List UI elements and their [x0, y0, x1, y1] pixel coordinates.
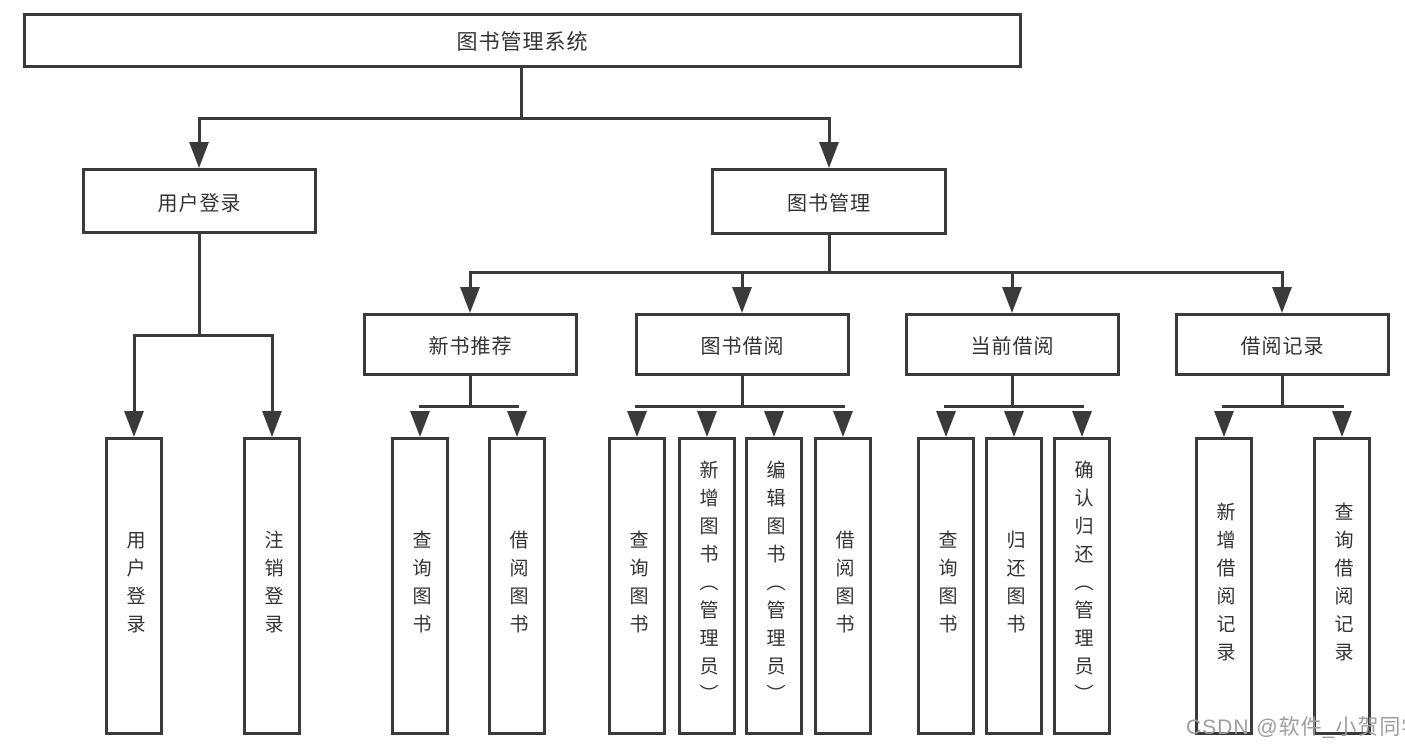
- arrowhead-leaf-user-login: [124, 411, 144, 437]
- arrowhead-bb-borrow-book: [833, 411, 853, 437]
- arrowhead-br-query-record: [1332, 411, 1352, 437]
- arrowhead-book-management: [819, 142, 839, 168]
- node-user-login-label: 用户登录: [157, 192, 242, 215]
- node-leaf-bb-edit-book: 编辑图书（管理员）: [745, 437, 803, 735]
- arrowhead-bb-add-book: [697, 411, 717, 437]
- connector-user-login-stem: [198, 233, 201, 337]
- node-system-label: 图书管理系统: [456, 30, 589, 54]
- connector-drop-leaf-user-login: [133, 335, 136, 413]
- node-book-borrowing: 图书借阅: [635, 313, 850, 376]
- arrowhead-nb-query-book: [410, 411, 430, 437]
- watermark-text: CSDN @软件_小贺同学: [1186, 716, 1405, 739]
- node-leaf-cb-confirm-return: 确认归还（管理员）: [1053, 437, 1111, 735]
- node-leaf-cb-query-book-label: 查询图书: [935, 530, 957, 642]
- connector-drop-current-borrowing: [1011, 272, 1014, 290]
- arrowhead-new-book-recommend: [460, 287, 480, 313]
- node-user-login: 用户登录: [82, 168, 317, 234]
- connector-drop-leaf-logout: [271, 335, 274, 413]
- node-current-borrowing-label: 当前借阅: [970, 336, 1055, 358]
- arrowhead-leaf-logout: [262, 411, 282, 437]
- node-leaf-bb-add-book-label: 新增图书（管理员）: [696, 460, 718, 712]
- node-leaf-br-query-record-label: 查询借阅记录: [1331, 502, 1353, 670]
- node-leaf-bb-query-book: 查询图书: [608, 437, 666, 735]
- node-leaf-cb-return-book: 归还图书: [985, 437, 1043, 735]
- node-leaf-br-query-record: 查询借阅记录: [1313, 437, 1371, 735]
- connector-drop-book-management: [828, 118, 831, 144]
- node-leaf-nb-query-book: 查询图书: [391, 437, 449, 735]
- node-new-book-recommend-label: 新书推荐: [428, 336, 513, 358]
- connector-borrow-records-bar: [1222, 405, 1344, 408]
- node-current-borrowing: 当前借阅: [905, 313, 1120, 376]
- node-book-borrowing-label: 图书借阅: [700, 336, 785, 358]
- node-leaf-cb-return-book-label: 归还图书: [1003, 530, 1025, 642]
- arrowhead-cb-confirm-return: [1072, 411, 1092, 437]
- node-leaf-user-login-label: 用户登录: [123, 530, 145, 642]
- arrowhead-borrow-records: [1272, 287, 1292, 313]
- connector-drop-user-login: [198, 118, 201, 144]
- arrowhead-current-borrowing: [1002, 287, 1022, 313]
- node-leaf-nb-query-book-label: 查询图书: [409, 530, 431, 642]
- arrowhead-cb-return-book: [1004, 411, 1024, 437]
- connector-root-stem: [520, 68, 523, 120]
- connector-book-borrowing-bar: [635, 405, 845, 408]
- connector-user-login-bar: [133, 334, 274, 337]
- connector-borrow-records-stem: [1281, 376, 1284, 407]
- node-leaf-bb-add-book: 新增图书（管理员）: [678, 437, 736, 735]
- arrowhead-cb-query-book: [936, 411, 956, 437]
- arrowhead-user-login: [189, 142, 209, 168]
- node-leaf-bb-edit-book-label: 编辑图书（管理员）: [763, 460, 785, 712]
- node-leaf-bb-query-book-label: 查询图书: [626, 530, 648, 642]
- connector-new-book-recommend-bar: [419, 405, 519, 408]
- arrowhead-book-borrowing: [732, 287, 752, 313]
- connector-new-book-recommend-stem: [469, 376, 472, 407]
- node-leaf-cb-confirm-return-label: 确认归还（管理员）: [1071, 460, 1093, 712]
- node-leaf-br-add-record-label: 新增借阅记录: [1213, 502, 1235, 670]
- connector-book-borrowing-stem: [741, 376, 744, 407]
- node-leaf-nb-borrow-book-label: 借阅图书: [506, 530, 528, 642]
- node-borrow-records-label: 借阅记录: [1240, 336, 1325, 358]
- connector-current-borrowing-stem: [1011, 376, 1014, 407]
- node-leaf-user-login: 用户登录: [105, 437, 163, 735]
- node-book-management-label: 图书管理: [787, 193, 871, 215]
- node-system: 图书管理系统: [23, 13, 1022, 68]
- arrowhead-nb-borrow-book: [507, 411, 527, 437]
- node-leaf-br-add-record: 新增借阅记录: [1195, 437, 1253, 735]
- node-new-book-recommend: 新书推荐: [363, 313, 578, 376]
- connector-level3-bar: [469, 271, 1284, 274]
- node-book-management: 图书管理: [711, 168, 947, 235]
- arrowhead-br-add-record: [1214, 411, 1234, 437]
- connector-drop-book-borrowing: [741, 272, 744, 290]
- node-leaf-bb-borrow-book: 借阅图书: [814, 437, 872, 735]
- node-leaf-cb-query-book: 查询图书: [917, 437, 975, 735]
- connector-book-management-stem: [828, 235, 831, 273]
- node-leaf-nb-borrow-book: 借阅图书: [488, 437, 546, 735]
- connector-drop-borrow-records: [1281, 272, 1284, 290]
- node-leaf-logout: 注销登录: [243, 437, 301, 735]
- connector-current-borrowing-bar: [944, 405, 1084, 408]
- connector-drop-new-book-recommend: [469, 272, 472, 290]
- arrowhead-bb-query-book: [627, 411, 647, 437]
- node-leaf-bb-borrow-book-label: 借阅图书: [832, 530, 854, 642]
- node-leaf-logout-label: 注销登录: [261, 530, 283, 642]
- connector-level2-bar: [198, 117, 831, 120]
- arrowhead-bb-edit-book: [764, 411, 784, 437]
- node-borrow-records: 借阅记录: [1175, 313, 1390, 376]
